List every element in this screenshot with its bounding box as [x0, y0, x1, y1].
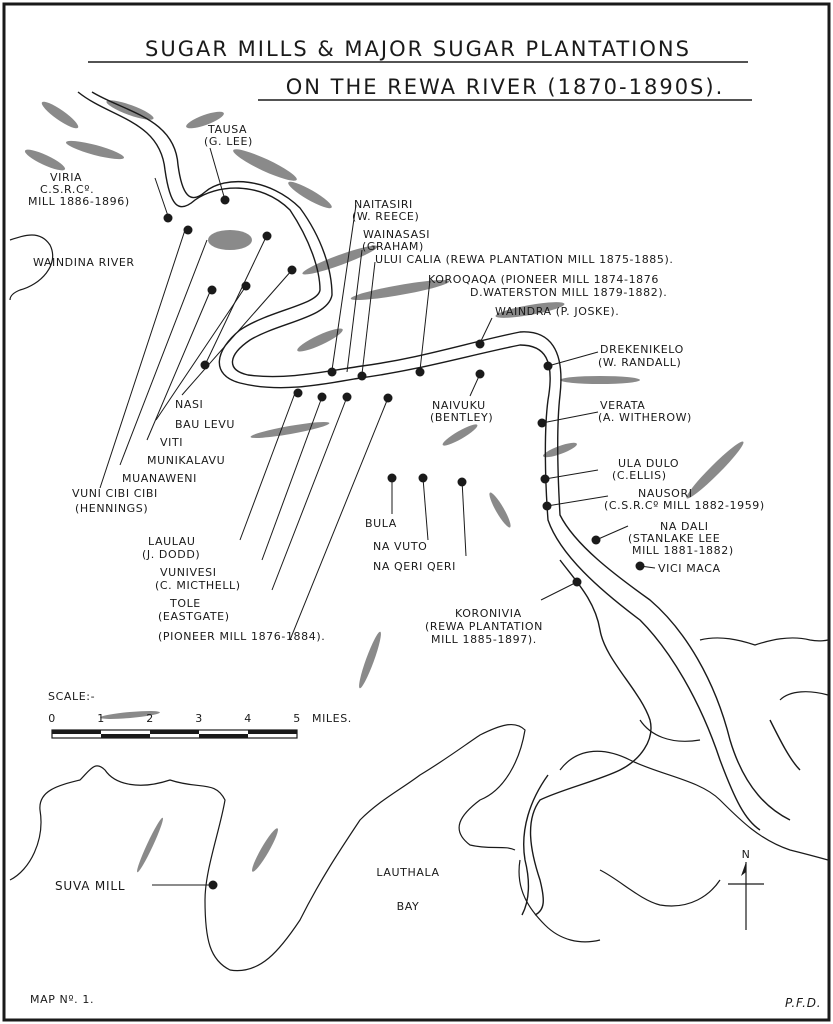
label-nausori: NAUSORI — [638, 487, 693, 500]
scale-bar: SCALE:- 0 1 2 3 4 5 MILES. — [48, 690, 352, 739]
scale-tick-0: 0 — [48, 712, 56, 725]
label-ului-calia: ULUI CALIA (REWA PLANTATION MILL 1875-18… — [375, 253, 674, 266]
label-viti: VITI — [160, 436, 183, 449]
label-laulau: LAULAU — [148, 535, 196, 548]
label-bula: BULA — [365, 517, 397, 530]
rewa-river — [77, 91, 801, 916]
label-vunivesi: VUNIVESI — [160, 566, 217, 579]
hill-shading — [24, 100, 744, 873]
label-na-dali-mill: MILL 1881-1882) — [632, 544, 734, 557]
label-viria-years: MILL 1886-1896) — [28, 195, 130, 208]
label-waindra: WAINDRA (P. JOSKE). — [495, 305, 619, 318]
scale-tick-3: 3 — [195, 712, 203, 725]
scale-tick-5: 5 — [293, 712, 301, 725]
label-na-dali-owner: (STANLAKE LEE — [628, 532, 720, 545]
map-title-line-1: SUGAR MILLS & MAJOR SUGAR PLANTATIONS — [145, 37, 691, 61]
waindina-river-label: WAINDINA RIVER — [33, 256, 135, 269]
label-laulau-owner: (J. DODD) — [142, 548, 200, 561]
scale-segment-4 — [199, 734, 248, 738]
label-vici-maca: VICI MACA — [658, 562, 721, 575]
label-ula-dulo-owner: (C.ELLIS) — [612, 469, 667, 482]
author-initials: P.F.D. — [785, 996, 821, 1010]
label-koronivia-mill: MILL 1885-1897). — [431, 633, 537, 646]
label-na-dali: NA DALI — [660, 520, 709, 533]
label-nausori-mill: (C.S.R.Cº MILL 1882-1959) — [604, 499, 765, 512]
label-tausa: TAUSA — [207, 123, 247, 136]
label-naivuku-owner: (BENTLEY) — [430, 411, 493, 424]
label-tole: TOLE — [169, 597, 201, 610]
map-number: MAP Nº. 1. — [30, 993, 94, 1006]
north-arrow: N — [728, 848, 764, 930]
label-naitasiri: NAITASIRI — [354, 198, 413, 211]
label-verata: VERATA — [600, 399, 645, 412]
label-tole-mill: (PIONEER MILL 1876-1884). — [158, 630, 325, 643]
lauthala-bay-label-2: BAY — [397, 900, 420, 913]
label-wainasasi: WAINASASI — [363, 228, 430, 241]
label-na-vuto: NA VUTO — [373, 540, 427, 553]
label-naitasiri-owner: (W. REECE) — [352, 210, 419, 223]
lauthala-bay-label-1: LAUTHALA — [376, 866, 439, 879]
coastline — [9, 234, 829, 972]
scale-segment-1 — [52, 730, 101, 734]
scale-segment-3 — [150, 730, 199, 734]
label-verata-owner: (A. WITHEROW) — [598, 411, 692, 424]
label-vunivesi-owner: (C. MICTHELL) — [155, 579, 241, 592]
label-naivuku: NAIVUKU — [432, 399, 486, 412]
label-vuni-cibi-cibi: VUNI CIBI CIBI — [72, 487, 158, 500]
scale-segment-5 — [248, 730, 297, 734]
label-wainasasi-owner: (GRAHAM) — [362, 240, 424, 253]
scale-segment-2 — [101, 734, 150, 738]
leader-lines — [99, 147, 656, 886]
label-koronivia-plantation: (REWA PLANTATION — [425, 620, 543, 633]
mill-dots — [163, 195, 645, 890]
label-viria: VIRIA — [50, 171, 82, 184]
label-suva-mill: SUVA MILL — [55, 879, 125, 893]
label-koroqaqa-mill: D.WATERSTON MILL 1879-1882). — [470, 286, 667, 299]
label-munikalavu: MUNIKALAVU — [147, 454, 225, 467]
place-labels: VIRIA C.S.R.Cº. MILL 1886-1896) TAUSA (G… — [28, 123, 765, 893]
label-bau-levu: BAU LEVU — [175, 418, 235, 431]
label-tole-owner: (EASTGATE) — [158, 610, 230, 623]
label-tausa-owner: (G. LEE) — [204, 135, 253, 148]
label-vuni-cibi-cibi-owner: (HENNINGS) — [75, 502, 148, 515]
label-nasi: NASI — [175, 398, 203, 411]
label-na-qeri-qeri: NA QERI QERI — [373, 560, 456, 573]
label-drekenikelo-owner: (W. RANDALL) — [598, 356, 681, 369]
scale-tick-4: 4 — [244, 712, 252, 725]
north-label: N — [742, 848, 751, 861]
label-koroqaqa: KOROQAQA (PIONEER MILL 1874-1876 — [428, 273, 659, 286]
scale-tick-2: 2 — [146, 712, 154, 725]
label-ula-dulo: ULA DULO — [618, 457, 679, 470]
label-drekenikelo: DREKENIKELO — [600, 343, 684, 356]
label-muanaweni: MUANAWENI — [122, 472, 197, 485]
map-title-line-2: ON THE REWA RIVER (1870-1890S). — [286, 75, 725, 99]
label-viria-mill: C.S.R.Cº. — [40, 183, 94, 196]
scale-label: SCALE:- — [48, 690, 95, 703]
label-koronivia: KORONIVIA — [455, 607, 522, 620]
scale-tick-1: 1 — [97, 712, 105, 725]
scale-unit: MILES. — [312, 712, 352, 725]
